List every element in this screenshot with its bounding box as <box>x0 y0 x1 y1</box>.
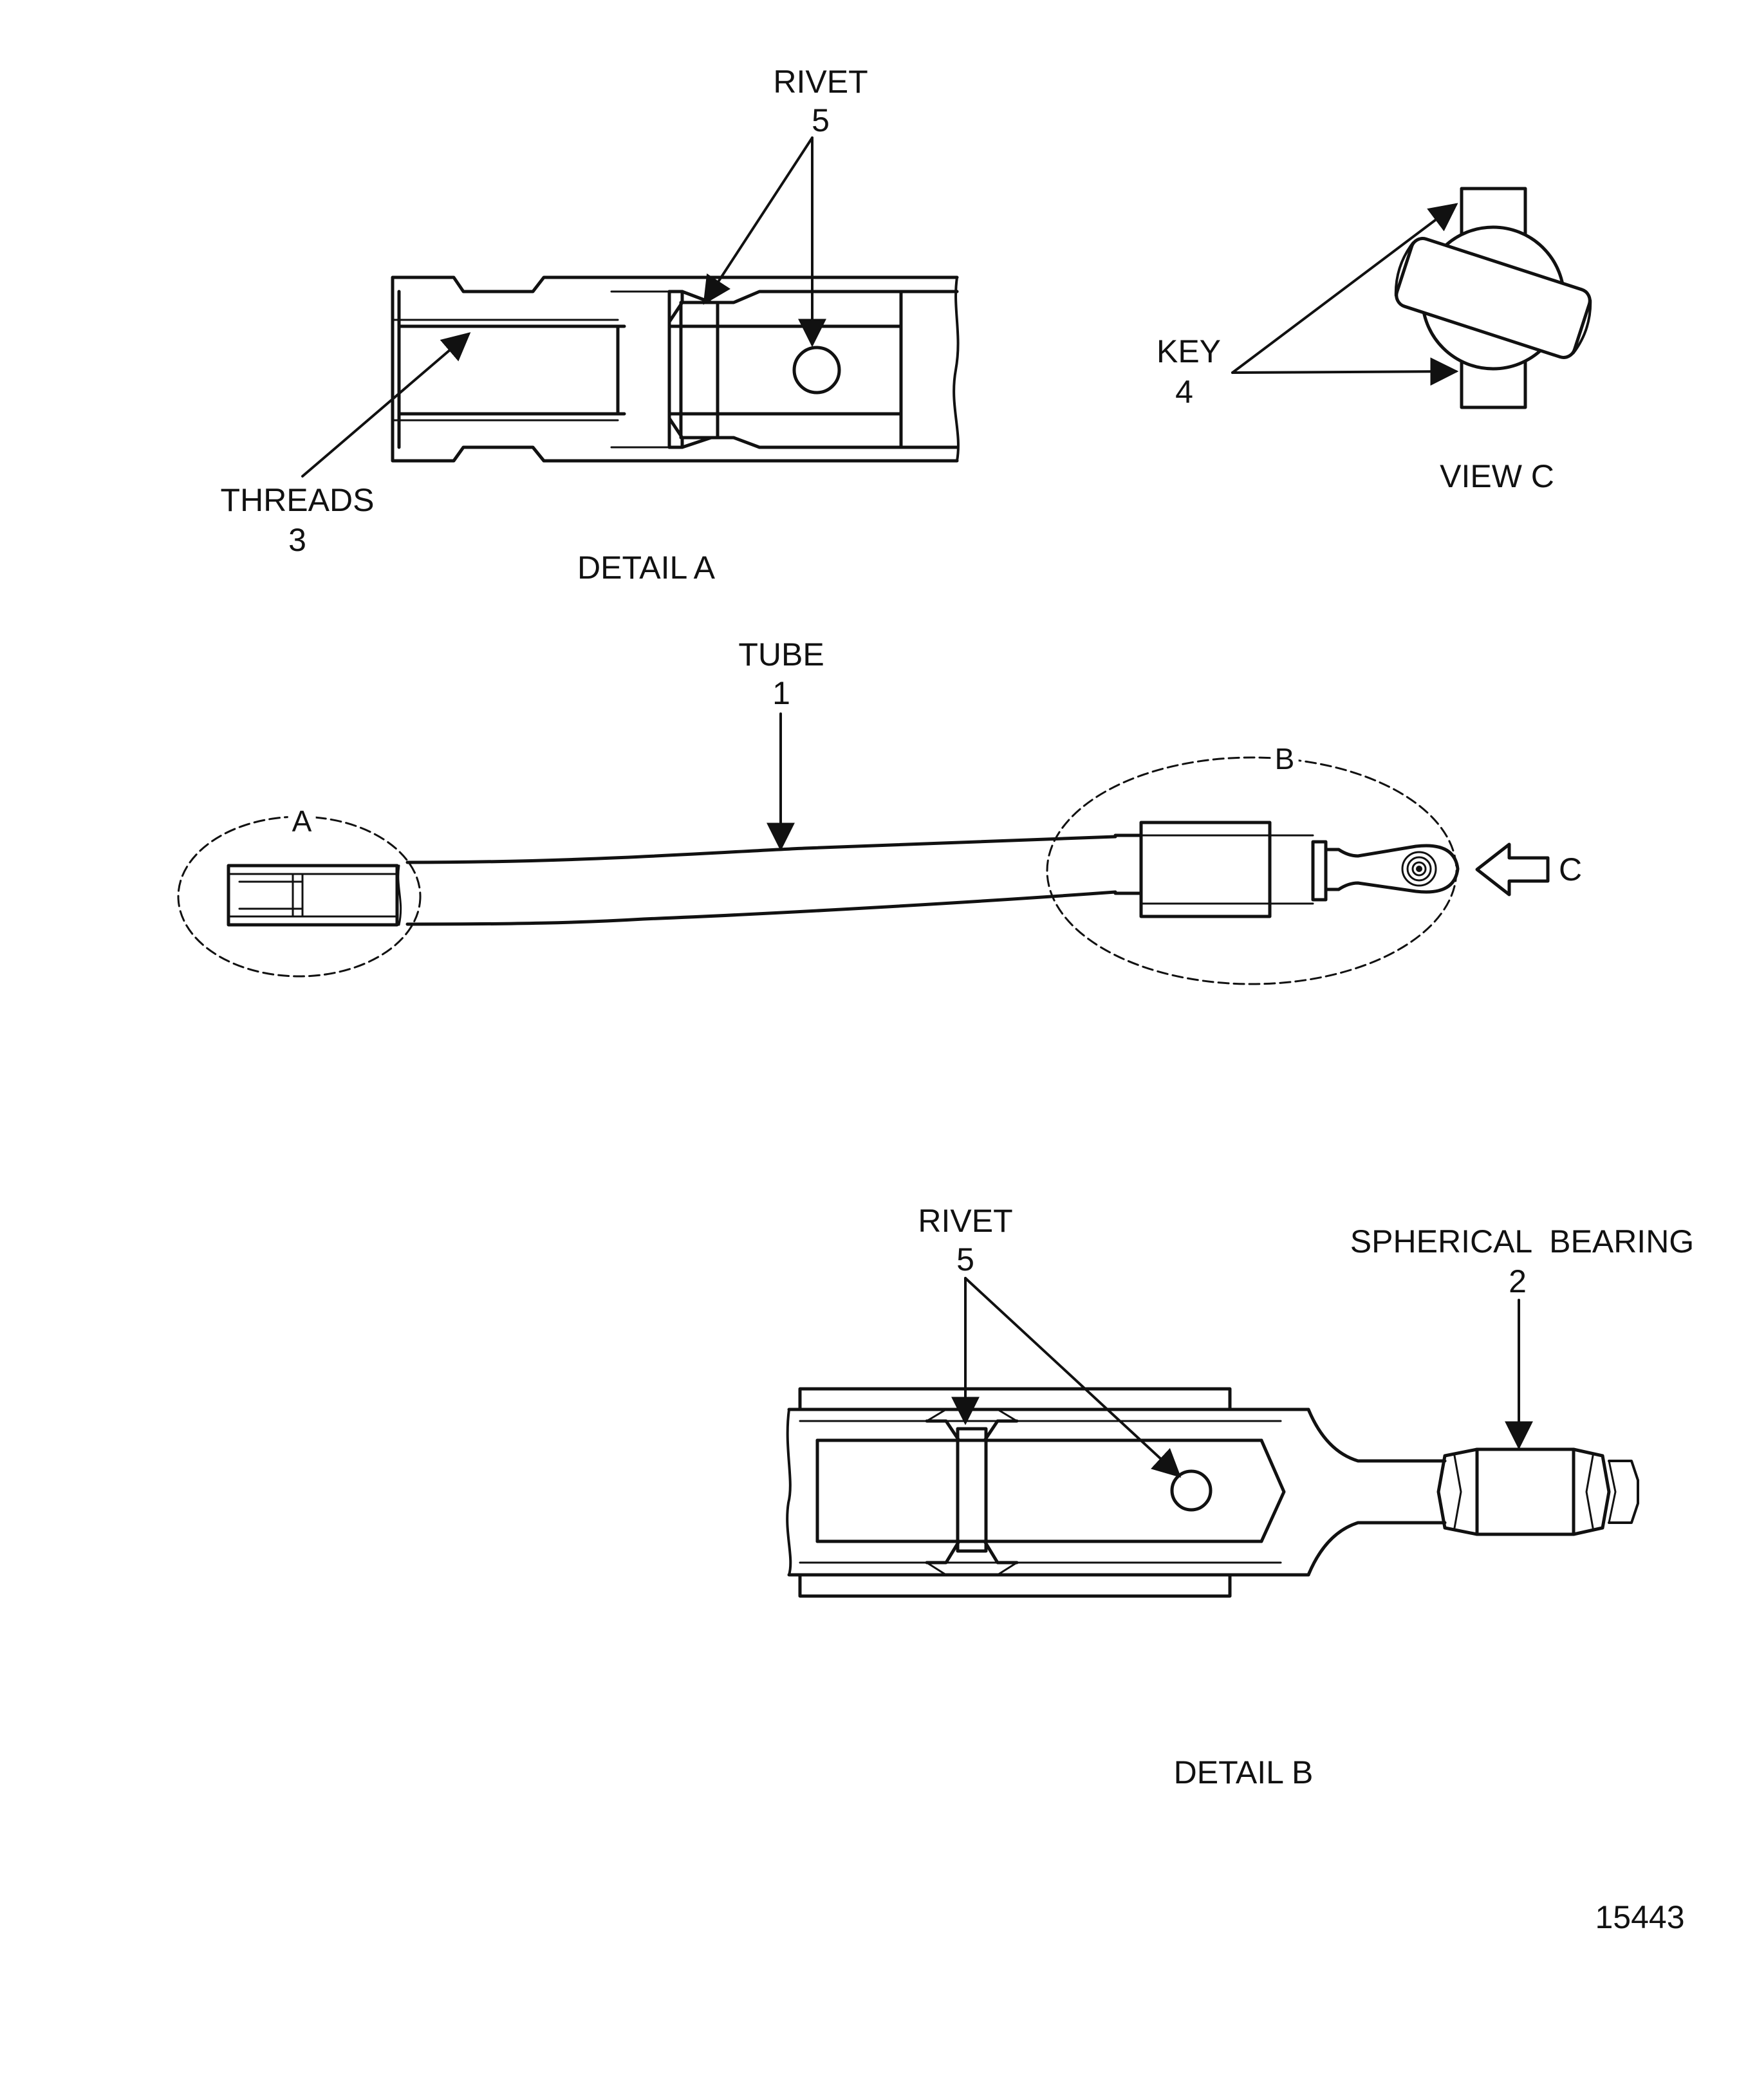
tube-top-edge <box>405 835 1117 864</box>
leader-rivet-a-1 <box>703 136 813 305</box>
spherical-bearing <box>1436 1447 1611 1536</box>
detail-a-drawing <box>391 275 960 463</box>
view-c-title: VIEW C <box>1440 458 1554 494</box>
key-number: 4 <box>1175 374 1193 410</box>
view-c-key-bar <box>1395 237 1592 359</box>
leader-key-2 <box>1231 357 1459 386</box>
rivet-b-label: RIVET <box>918 1203 1013 1239</box>
threads-number: 3 <box>288 522 306 558</box>
tube-bottom-edge <box>405 890 1117 926</box>
threads-label: THREADS <box>220 482 375 518</box>
leader-key-1 <box>1231 203 1458 374</box>
figure-number: 15443 <box>1595 1899 1685 1935</box>
tube-number: 1 <box>772 675 790 711</box>
detail-a-title: DETAIL A <box>577 550 715 586</box>
callout-label-c: C <box>1558 851 1583 887</box>
detail-a-outer-body <box>391 275 959 463</box>
detail-b-rivet-hole <box>1170 1469 1213 1512</box>
rivet-a-label: RIVET <box>773 64 868 100</box>
detail-b-rivet <box>956 1427 988 1553</box>
leader-threads <box>301 332 471 478</box>
leader-rivet-b-2 <box>964 1277 1182 1478</box>
tube-label: TUBE <box>738 637 824 673</box>
detail-a-rivet-hole <box>792 346 841 395</box>
spherical-bearing-label: SPHERICAL BEARING <box>1350 1223 1695 1259</box>
spherical-bearing-number: 2 <box>1509 1263 1527 1299</box>
detail-a-rivet <box>679 301 720 440</box>
main-assembly-drawing <box>227 821 1460 927</box>
view-c-direction-arrow <box>1475 842 1550 897</box>
key-label: KEY <box>1156 333 1222 369</box>
rivet-b-number: 5 <box>956 1241 974 1278</box>
callout-label-b: B <box>1270 742 1299 776</box>
callout-ellipse-b <box>1046 756 1458 985</box>
callout-label-a: A <box>288 804 316 838</box>
rivet-a-number: 5 <box>812 102 830 138</box>
detail-b-title: DETAIL B <box>1173 1754 1314 1790</box>
view-c-drawing <box>1394 187 1592 409</box>
callout-ellipse-a <box>177 815 422 978</box>
detail-b-drawing <box>786 1387 1639 1598</box>
